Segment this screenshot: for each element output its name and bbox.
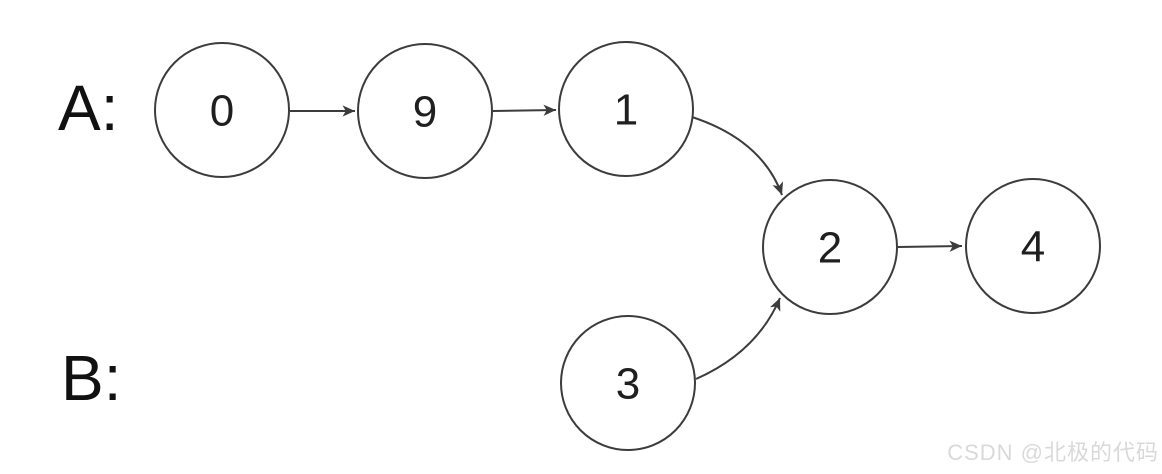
node-value: 4 [1021, 222, 1045, 271]
edge-a-1-to-shared-2 [691, 116, 784, 196]
node-circle [965, 178, 1101, 314]
list-node-a-1: 1 [558, 41, 694, 177]
labels-layer: A: B: [58, 72, 121, 414]
list-node-a-0: 0 [154, 42, 290, 178]
list-node-a-9: 9 [357, 43, 493, 179]
list-node-shared-2: 2 [762, 179, 898, 315]
node-circle [357, 43, 493, 179]
node-circle [154, 42, 290, 178]
edge-shared-2-to-shared-4 [897, 240, 963, 252]
node-value: 3 [616, 359, 640, 408]
node-circle [762, 179, 898, 315]
list-node-shared-4: 4 [965, 178, 1101, 314]
nodes-layer: 0 9 1 2 4 3 [154, 41, 1101, 451]
node-circle [560, 315, 696, 451]
csdn-watermark: CSDN @北极的代码 [947, 440, 1159, 465]
edge-b-3-to-shared-2 [695, 297, 781, 380]
list-label-B: B: [61, 342, 121, 414]
node-value: 9 [413, 87, 437, 136]
node-circle [558, 41, 694, 177]
list-label-A: A: [58, 72, 118, 144]
list-node-b-3: 3 [560, 315, 696, 451]
edges-layer [290, 104, 963, 380]
node-value: 1 [614, 85, 638, 134]
edge-a-9-to-a-1 [492, 104, 557, 116]
node-value: 2 [818, 223, 842, 272]
node-value: 0 [210, 86, 234, 135]
